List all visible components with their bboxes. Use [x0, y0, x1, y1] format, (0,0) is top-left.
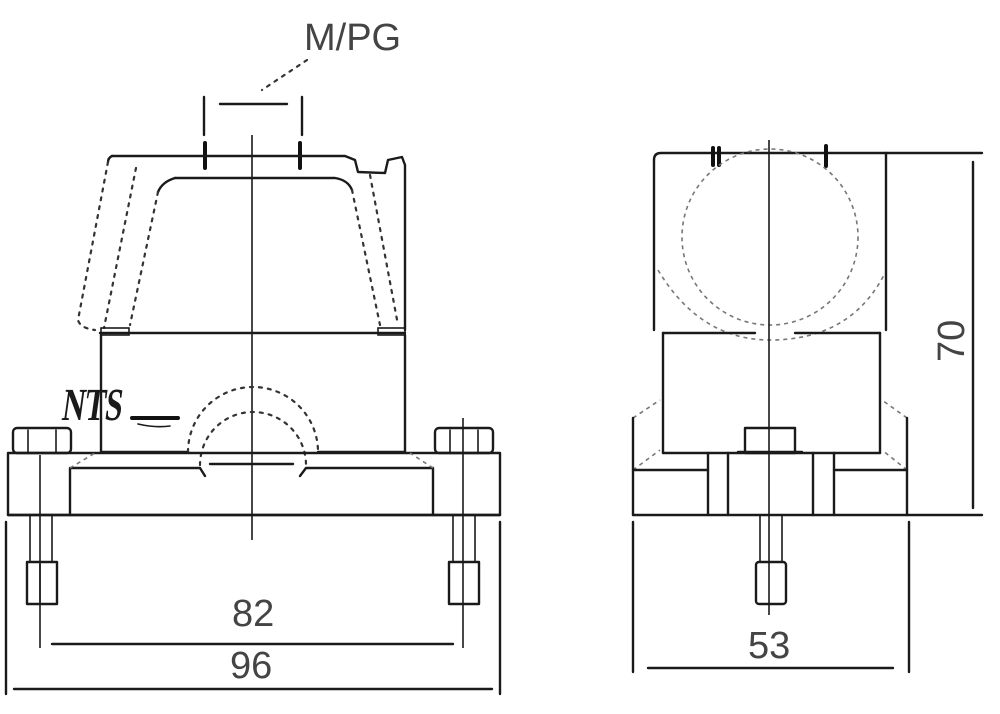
hood-top — [76, 154, 407, 336]
cable-entry-annotation: M/PG — [202, 17, 401, 170]
side-view: 53 70 — [631, 140, 984, 674]
dim-side-width: 53 — [748, 625, 790, 667]
front-view: M/PG — [4, 17, 502, 696]
logo-text: NTS — [60, 379, 127, 430]
dim-outer-width: 96 — [230, 645, 272, 687]
left-locking-bolt — [11, 426, 73, 648]
right-locking-bolt — [433, 418, 495, 648]
side-locking-bolt — [754, 514, 788, 606]
front-dimensions: 82 96 — [4, 520, 502, 696]
housing-body — [99, 333, 407, 467]
dim-side-height: 70 — [931, 320, 973, 362]
cable-entry-label: M/PG — [304, 17, 401, 59]
dim-inner-width: 82 — [232, 593, 274, 635]
side-housing — [661, 331, 882, 455]
brand-logo: NTS — [60, 379, 180, 430]
side-dimensions: 53 70 — [631, 160, 975, 674]
side-base — [631, 399, 984, 517]
side-hood — [652, 144, 984, 341]
base-plate — [6, 451, 502, 517]
